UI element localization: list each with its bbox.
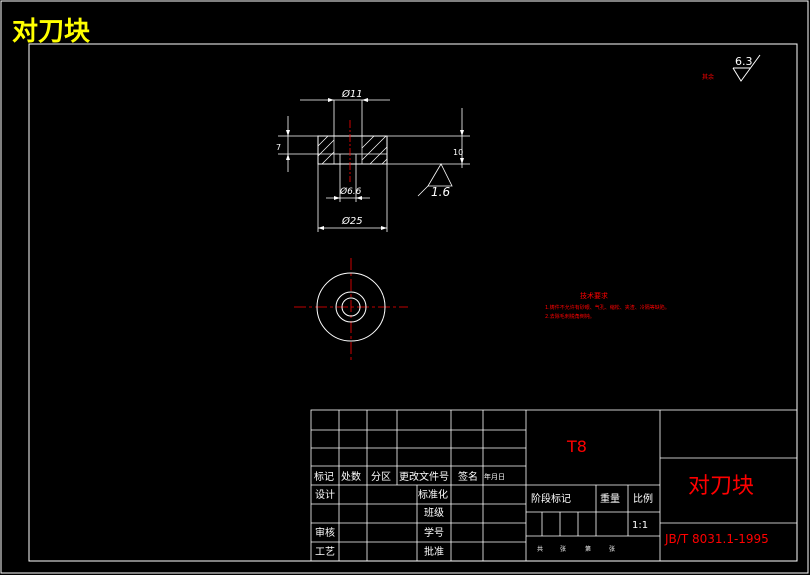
inner-border — [28, 43, 798, 562]
tech-req-item-2: 2.去除毛刺锐角倒钝。 — [545, 313, 595, 320]
roughness-local: 1.6 — [431, 185, 450, 199]
label-process: 工艺 — [315, 546, 335, 558]
rev-header-date: 年月日 — [484, 472, 505, 481]
label-standardize: 标准化 — [418, 488, 448, 501]
rev-header-sign: 签名 — [458, 470, 478, 483]
rev-header-mark: 标记 — [314, 471, 334, 483]
tech-requirements: 技术要求 1.铸件不允许有砂眼、气孔、缩松、夹渣、冷隔等缺陷。 2.去除毛刺锐角… — [545, 291, 670, 320]
label-approve: 批准 — [424, 545, 444, 558]
dim-hole-dia: Ø6.6 — [339, 186, 362, 197]
roughness-note: 其余 — [702, 73, 714, 81]
right-headers: 阶段标记 重量 比例 1:1 — [531, 492, 653, 531]
label-design: 设计 — [315, 488, 335, 501]
sheet-line: 共 张 第 张 — [537, 545, 615, 553]
title-block — [310, 409, 798, 562]
corner-title: 对刀块 — [12, 17, 90, 47]
header-scale: 比例 — [633, 492, 653, 505]
dim-height: 10 — [453, 148, 463, 157]
tech-req-item-1: 1.铸件不允许有砂眼、气孔、缩松、夹渣、冷隔等缺陷。 — [545, 304, 670, 311]
sheet-no-unit: 张 — [609, 545, 615, 553]
label-class: 班级 — [424, 507, 444, 519]
roughness-general-value: 6.3 — [735, 55, 753, 68]
part-name: 对刀块 — [688, 474, 754, 499]
scale-value: 1:1 — [632, 520, 648, 531]
standard-number: JB/T 8031.1-1995 — [664, 532, 769, 546]
rev-headers: 标记 处数 分区 更改文件号 签名 年月日 — [314, 470, 505, 483]
header-weight: 重量 — [600, 492, 620, 505]
material: T8 — [566, 437, 587, 456]
rev-header-zone: 分区 — [371, 471, 391, 483]
section-view: Ø11 7 10 — [276, 88, 470, 232]
sheet-total-unit: 张 — [560, 545, 566, 553]
header-stage-mark: 阶段标记 — [531, 492, 571, 505]
top-view — [294, 258, 408, 360]
label-student-no: 学号 — [424, 526, 444, 539]
dim-top-dia: Ø11 — [341, 88, 363, 100]
rev-header-count: 处数 — [341, 470, 361, 483]
role-labels: 设计 标准化 班级 审核 学号 工艺 批准 — [315, 488, 448, 558]
sheet-total-label: 共 — [537, 545, 543, 553]
sheet-no-label: 第 — [585, 545, 591, 553]
tech-req-title: 技术要求 — [580, 291, 608, 300]
dim-thickness: 7 — [276, 143, 281, 152]
label-review: 审核 — [315, 526, 335, 539]
rev-header-doc: 更改文件号 — [399, 470, 449, 483]
dim-outer-dia: Ø25 — [341, 215, 363, 227]
roughness-symbol-general: 6.3 — [732, 54, 761, 82]
